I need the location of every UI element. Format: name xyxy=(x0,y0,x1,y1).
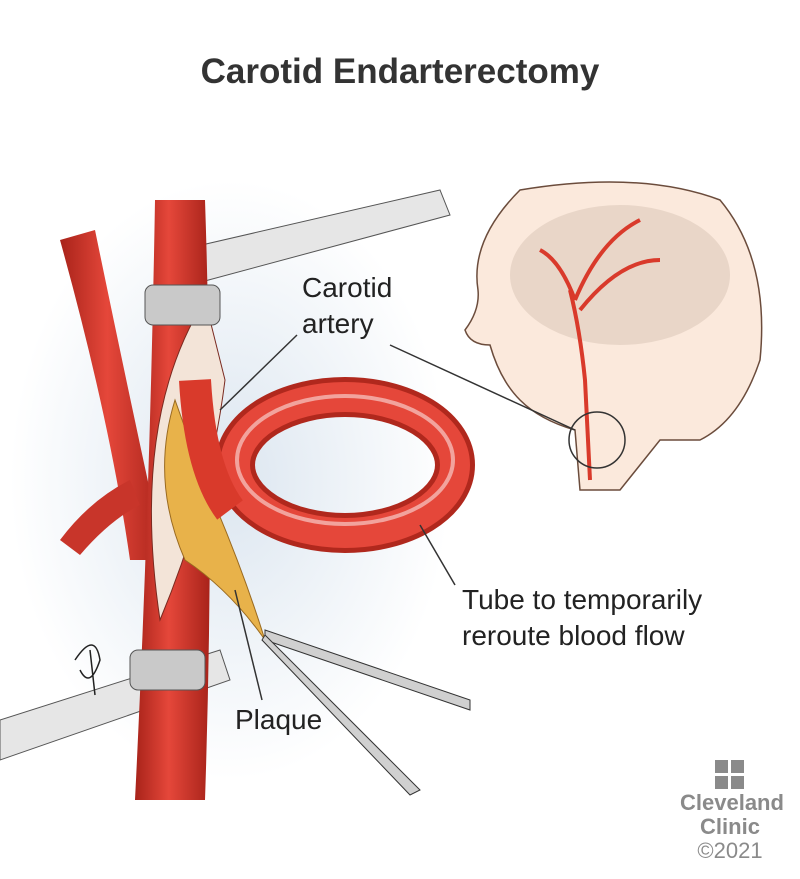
side-branch xyxy=(60,480,140,555)
logo-name-line2: Clinic xyxy=(700,814,760,839)
plaque-shape xyxy=(164,398,266,641)
label-line: Carotid xyxy=(302,272,393,303)
plaque-leader-line xyxy=(234,589,263,701)
logo-name-line1: Cleveland xyxy=(680,790,784,815)
brain xyxy=(510,205,730,345)
label-line: reroute blood flow xyxy=(462,620,685,651)
head-arteries xyxy=(539,218,661,481)
label-line: artery xyxy=(302,308,374,339)
external-carotid xyxy=(60,230,165,560)
label-line: Tube to temporarily xyxy=(462,584,703,615)
page-title: Carotid Endarterectomy xyxy=(200,52,600,91)
label-plaque: Plaque xyxy=(235,704,323,735)
tube-leader-line xyxy=(419,524,456,586)
clamp-top xyxy=(144,284,221,326)
clamp-bottom xyxy=(129,649,206,691)
artist-signature xyxy=(74,644,101,696)
carotid-leader-line xyxy=(389,344,576,431)
label-carotid-artery: Carotid artery xyxy=(302,270,392,342)
copyright: ©2021 xyxy=(697,838,763,863)
cleveland-clinic-logo-icon xyxy=(715,760,744,789)
neck-callout-circle xyxy=(568,411,626,469)
label-tube: Tube to temporarily reroute blood flow xyxy=(462,582,702,654)
